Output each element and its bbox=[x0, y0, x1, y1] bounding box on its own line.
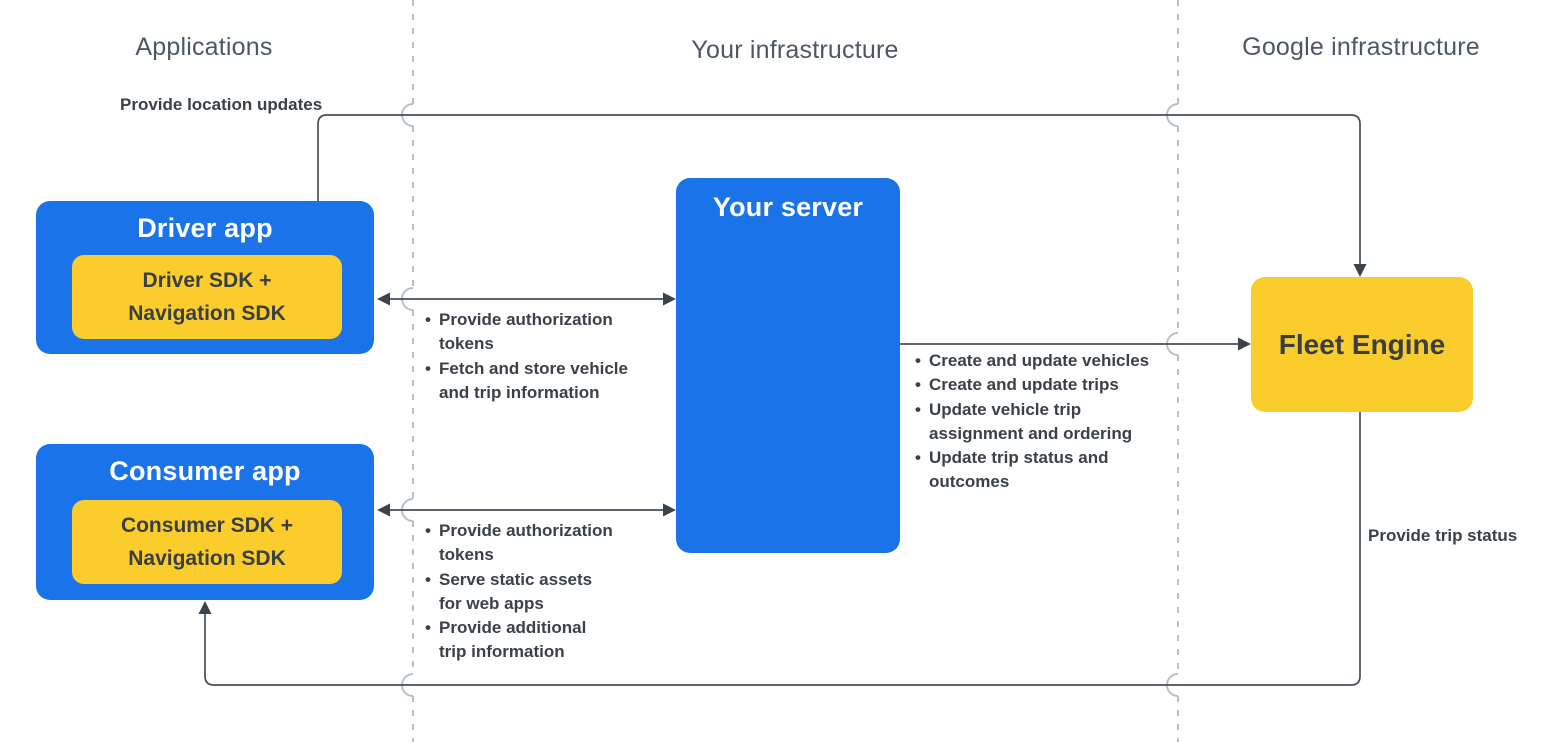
bullet-item: Provide additional trip information bbox=[425, 616, 657, 665]
arrowhead-right-server-bottom bbox=[663, 503, 676, 517]
consumer-app-title: Consumer app bbox=[109, 456, 301, 486]
driver-sdk-label: Driver SDK + Navigation SDK bbox=[128, 269, 286, 325]
your-server-node: Your server bbox=[676, 178, 900, 553]
consumer-sdk-label: Consumer SDK + Navigation SDK bbox=[120, 514, 294, 570]
driver-app-node: Driver app Driver SDK + Navigation SDK bbox=[36, 201, 374, 354]
arrowhead-up-consumer-bottom bbox=[198, 601, 212, 614]
bullet-item: Update trip status and outcomes bbox=[915, 446, 1177, 495]
your-server-title: Your server bbox=[712, 192, 864, 222]
consumer-app-node: Consumer app Consumer SDK + Navigation S… bbox=[36, 444, 374, 600]
consumer-server-task-list: Provide authorization tokensServe static… bbox=[425, 519, 657, 665]
bullet-item: Provide authorization tokens bbox=[425, 519, 657, 568]
edge-label-provide-location-updates: Provide location updates bbox=[120, 95, 323, 114]
edge-fleet-to-consumer-trip-status bbox=[204, 411, 1361, 686]
bullet-item: Serve static assets for web apps bbox=[425, 568, 657, 617]
bullet-item: Update vehicle trip assignment and order… bbox=[915, 398, 1177, 447]
column-header-google-infrastructure: Google infrastructure bbox=[1242, 33, 1480, 61]
bullet-item: Fetch and store vehicle and trip informa… bbox=[425, 357, 657, 406]
dashed-divider-left bbox=[401, 0, 414, 742]
driver-server-task-list: Provide authorization tokensFetch and st… bbox=[425, 308, 657, 405]
driver-sdk-box: Driver SDK + Navigation SDK bbox=[72, 255, 342, 339]
arrowhead-left-driver bbox=[377, 292, 390, 306]
edge-label-provide-trip-status: Provide trip status bbox=[1368, 526, 1518, 545]
column-header-applications: Applications bbox=[135, 33, 273, 61]
driver-app-title: Driver app bbox=[137, 213, 273, 243]
fleet-engine-node: Fleet Engine bbox=[1251, 277, 1473, 412]
bullet-item: Provide authorization tokens bbox=[425, 308, 657, 357]
arrowhead-right-server-top bbox=[663, 292, 676, 306]
consumer-sdk-box: Consumer SDK + Navigation SDK bbox=[72, 500, 342, 584]
bullet-item: Create and update vehicles bbox=[915, 349, 1177, 374]
column-header-your-infrastructure: Your infrastructure bbox=[691, 36, 899, 64]
server-fleet-task-list: Create and update vehiclesCreate and upd… bbox=[915, 349, 1177, 495]
arrowhead-left-consumer bbox=[377, 503, 390, 517]
arrowhead-right-fleet-left bbox=[1238, 337, 1251, 351]
edge-driver-to-fleet-location-updates bbox=[317, 114, 1361, 265]
bullet-item: Create and update trips bbox=[915, 373, 1177, 398]
arrowhead-down-fleet-top bbox=[1353, 264, 1367, 277]
fleet-engine-title: Fleet Engine bbox=[1278, 328, 1446, 360]
